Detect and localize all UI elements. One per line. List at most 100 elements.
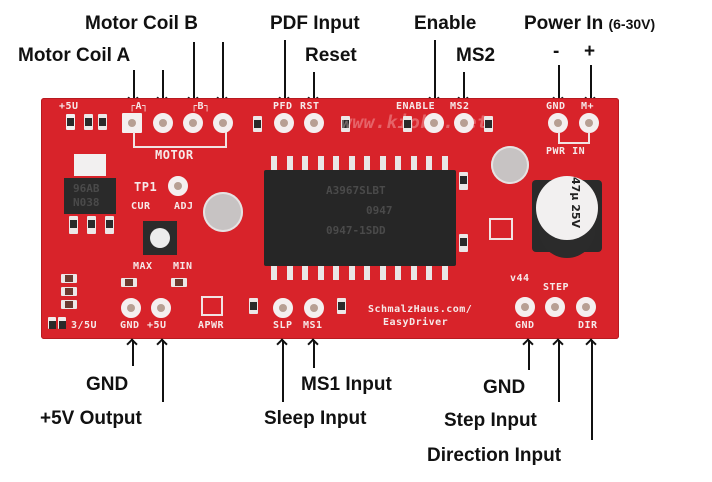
silk-slp: SLP xyxy=(273,320,293,331)
capacitor-marking: 47µ 25V xyxy=(569,176,583,229)
chip-marking-1: A3967SLBT xyxy=(326,184,386,197)
silk-step: STEP xyxy=(543,282,570,293)
silk-plus5v: +5U xyxy=(59,101,79,112)
chip-pin xyxy=(364,156,370,170)
chip-pin xyxy=(271,156,277,170)
silk-tp1: TP1 xyxy=(134,180,158,194)
label-step-input: Step Input xyxy=(444,410,537,431)
chip-pin xyxy=(395,156,401,170)
silk-m-plus: M+ xyxy=(581,101,595,112)
label-enable: Enable xyxy=(414,13,477,34)
test-point-tp1[interactable] xyxy=(168,176,188,196)
arrow-dir xyxy=(591,340,593,440)
resistor xyxy=(249,298,258,314)
chip-pin xyxy=(441,266,448,280)
silk-coil-b: ┌B┐ xyxy=(191,101,211,112)
pin-plus5v[interactable] xyxy=(151,298,171,318)
pin-enable[interactable] xyxy=(424,113,444,133)
pin-power-gnd[interactable] xyxy=(548,113,568,133)
regulator-pin xyxy=(69,216,78,234)
pin-gnd-bottom[interactable] xyxy=(121,298,141,318)
pin-dir[interactable] xyxy=(576,297,596,317)
silk-enable: ENABLE xyxy=(396,101,436,112)
regulator-pin xyxy=(105,216,114,234)
pin-motor-b2[interactable] xyxy=(213,113,233,133)
arrow-m-plus xyxy=(590,65,592,102)
chip-marking-2: 0947 xyxy=(366,204,393,217)
silk-ms2: MS2 xyxy=(450,101,470,112)
power-in-range: (6-30V) xyxy=(608,16,656,32)
chip-marking-3: 0947-1SDD xyxy=(326,224,386,237)
silk-pfd: PFD xyxy=(273,101,293,112)
label-gnd-left: GND xyxy=(86,374,129,395)
silk-version: v44 xyxy=(510,273,530,284)
silk-watermark: www.kiobo.net xyxy=(341,112,489,133)
chip-pin xyxy=(333,266,339,280)
arrow-coil-a1 xyxy=(133,70,135,102)
arrow-gnd-top xyxy=(558,65,560,102)
arrow-step xyxy=(558,340,560,402)
arrow-gnd-bottom xyxy=(132,340,134,366)
resistor xyxy=(253,116,262,132)
label-motor-coil-a: Motor Coil A xyxy=(18,45,131,66)
chip-pin xyxy=(441,156,448,170)
regulator-marking-1: 96AB xyxy=(73,182,100,195)
label-power-in: Power In (6-30V) xyxy=(524,14,655,33)
silk-plus5v-bottom: +5U xyxy=(147,320,167,331)
power-in-text: Power In xyxy=(524,13,604,34)
arrow-rst xyxy=(313,72,315,102)
chip-pin xyxy=(364,266,370,280)
chip-pin xyxy=(426,266,432,280)
label-direction-input: Direction Input xyxy=(427,445,562,466)
chip-pin xyxy=(271,266,277,280)
arrow-plus5v xyxy=(162,340,164,402)
silk-motor: MOTOR xyxy=(155,148,194,162)
silk-url-2: EasyDriver xyxy=(383,317,449,328)
label-pfd-input: PDF Input xyxy=(270,13,360,34)
chip-pin xyxy=(410,156,417,170)
label-sleep-input: Sleep Input xyxy=(264,408,367,429)
pin-ms2[interactable] xyxy=(454,113,474,133)
pin-motor-a1[interactable] xyxy=(122,113,142,133)
voltage-regulator: 96AB N038 xyxy=(64,178,116,214)
arrow-pfd xyxy=(284,40,286,102)
resistor xyxy=(84,114,93,130)
silk-adj: ADJ xyxy=(174,201,194,212)
jumper-3-5v[interactable] xyxy=(48,317,56,329)
easydriver-board: +5U ┌A┐ ┌B┐ MOTOR PFD RST www.kiobo.net … xyxy=(41,98,619,339)
silk-url-1: SchmalzHaus.com/ xyxy=(368,304,473,315)
pin-pfd[interactable] xyxy=(274,113,294,133)
pin-rst[interactable] xyxy=(304,113,324,133)
chip-pin xyxy=(302,266,308,280)
pin-motor-b1[interactable] xyxy=(183,113,203,133)
chip-pin xyxy=(333,156,339,170)
chip-pin xyxy=(302,156,308,170)
regulator-pin xyxy=(87,216,96,234)
arrow-slp xyxy=(282,340,284,402)
a3967-driver-chip: A3967SLBT 0947 0947-1SDD xyxy=(264,170,456,266)
jumper-3-5v[interactable] xyxy=(58,317,66,329)
silk-gnd-top: GND xyxy=(546,101,566,112)
pin-slp[interactable] xyxy=(273,298,293,318)
mounting-hole xyxy=(491,146,529,184)
resistor xyxy=(98,114,107,130)
pin-power-m-plus[interactable] xyxy=(579,113,599,133)
resistor xyxy=(121,278,137,287)
apwr-jumper[interactable] xyxy=(201,296,223,316)
label-gnd-right: GND xyxy=(483,377,526,398)
resistor xyxy=(459,234,468,252)
resistor xyxy=(459,172,468,190)
label-ms1-input: MS1 Input xyxy=(301,374,392,395)
chip-pin xyxy=(410,266,417,280)
chip-pin xyxy=(395,266,401,280)
pin-step[interactable] xyxy=(545,297,565,317)
current-adjust-potentiometer[interactable] xyxy=(143,221,177,255)
regulator-tab xyxy=(74,154,106,176)
label-power-minus: - xyxy=(553,41,560,62)
pin-ms1[interactable] xyxy=(304,298,324,318)
pin-step-gnd[interactable] xyxy=(515,297,535,317)
label-motor-coil-b: Motor Coil B xyxy=(85,13,198,34)
pin-motor-a2[interactable] xyxy=(153,113,173,133)
resistor xyxy=(171,278,187,287)
logo-house xyxy=(489,218,513,240)
